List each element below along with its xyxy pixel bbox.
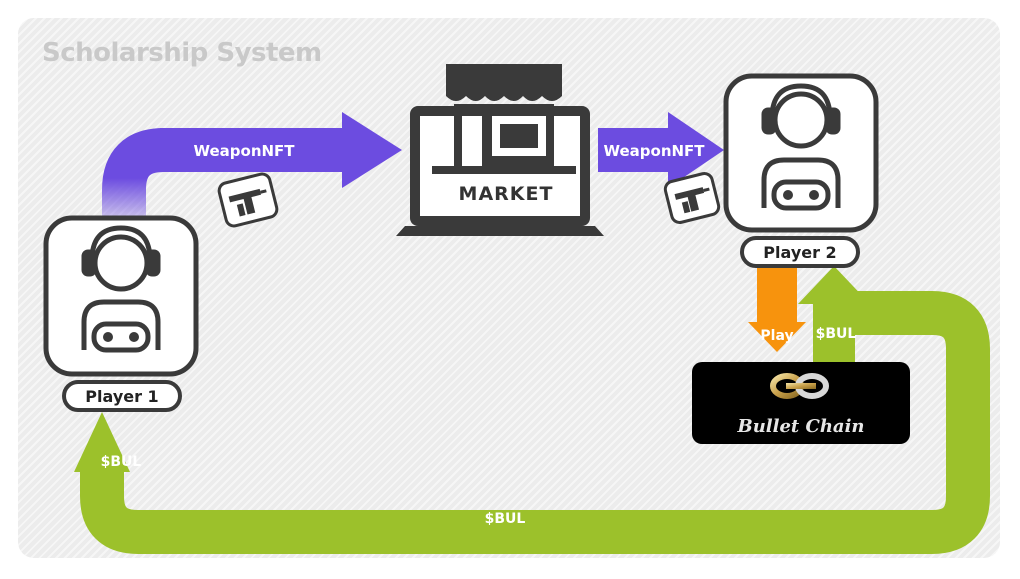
player2-node: Player 2: [723, 73, 879, 268]
player1-label-pill: [62, 380, 182, 412]
gamer-headset-icon: [81, 225, 161, 350]
weaponnft-arrow-1: [102, 112, 402, 220]
edge-label-weaponnft-2: WeaponNFT: [603, 142, 705, 160]
gamepad-icon: [91, 321, 151, 353]
edge-label-weaponnft-1: WeaponNFT: [193, 142, 295, 160]
diagram-title: Scholarship System: [42, 38, 322, 68]
gamer-headset-icon: [761, 83, 841, 208]
bul-up-arrow-player2: [798, 266, 870, 362]
bullet-chain-logo-icon: [770, 373, 829, 399]
bul-loop-arrow: [74, 291, 990, 554]
bullet-chain-logo-text: Bullet Chain: [736, 416, 864, 437]
player1-label: Player 1: [85, 387, 158, 406]
player2-label: Player 2: [763, 243, 836, 262]
play-arrow: [748, 266, 806, 352]
edge-label-play: Play: [760, 328, 793, 344]
market-label: MARKET: [459, 183, 554, 205]
edge-label-bul-bottom: $BUL: [485, 511, 526, 527]
weapon-nft-icon: [217, 172, 279, 228]
edge-label-bul-player1: $BUL: [101, 454, 142, 470]
player2-label-pill: [740, 236, 860, 268]
player1-node: Player 1: [43, 215, 199, 412]
edge-label-bul-player2: $BUL: [816, 326, 857, 342]
bullet-chain-node: Bullet Chain: [692, 362, 910, 444]
gamepad-icon: [771, 179, 831, 211]
bul-arrowhead-player1: [74, 412, 130, 472]
awning-top-icon: [446, 64, 562, 86]
awning-scallop-icon: [446, 86, 562, 101]
weapon-nft-icon: [663, 172, 721, 224]
weaponnft-arrow-2: [598, 112, 724, 188]
market-node: MARKET: [396, 64, 604, 236]
